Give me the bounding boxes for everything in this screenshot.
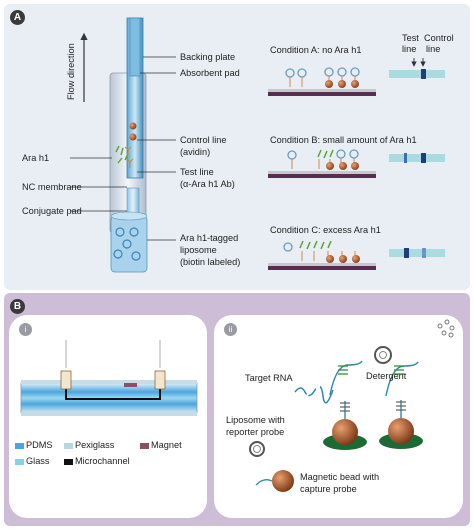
condition-c-label: Condition C: excess Ara h1	[270, 225, 381, 235]
panel-a-badge: A	[10, 10, 25, 25]
sub-panel-i	[9, 315, 207, 518]
ara-h1-label: Ara h1	[22, 153, 50, 163]
legend-swatches	[15, 443, 149, 465]
magnetic-bead-label-2: capture probe	[300, 484, 357, 494]
legend-pdms: PDMS	[26, 440, 53, 450]
absorbent-pad-label: Absorbent pad	[180, 68, 240, 78]
sub-ii-badge: ii	[224, 323, 237, 336]
antibody-y	[124, 146, 134, 168]
magnet	[124, 383, 137, 387]
absorbent-pad	[129, 17, 141, 77]
liposome-probe-label-1: Liposome with	[226, 415, 285, 425]
liposome-label-2: liposome	[180, 245, 217, 255]
legend-pexiglass: Pexiglass	[75, 440, 115, 450]
strip-header-test: Test	[402, 33, 419, 43]
control-line-sub-label: (avidin)	[180, 147, 211, 157]
backing-plate-label: Backing plate	[180, 52, 236, 62]
condition-b-label: Condition B: small amount of Ara h1	[270, 135, 417, 145]
magnetic-bead-label-1: Magnetic bead with	[300, 472, 380, 482]
target-rna-label: Target RNA	[245, 373, 293, 383]
control-line-label: Control line	[180, 135, 227, 145]
liposome-probe-label-2: reporter probe	[226, 427, 285, 437]
sub-i-badge: i	[19, 323, 32, 336]
sub-panel-ii	[214, 315, 463, 518]
rna-assay-diagram	[249, 319, 455, 492]
strip-header-control: Control	[424, 33, 454, 43]
test-line-label: Test line	[180, 167, 214, 177]
strip-header-line2: line	[426, 44, 441, 54]
microfluidic-chip	[20, 340, 198, 416]
conjugate-pad-label: Conjugate pad	[22, 206, 82, 216]
liposome-label-3: (biotin labeled)	[180, 257, 241, 267]
legend-glass: Glass	[26, 456, 50, 466]
liposome-label-1: Ara h1-tagged	[180, 233, 239, 243]
test-line-bead	[129, 133, 137, 141]
panel-a	[4, 4, 470, 290]
detergent-label: Detergent	[366, 371, 407, 381]
legend-magnet: Magnet	[151, 440, 182, 450]
legend-microchannel: Microchannel	[75, 456, 130, 466]
strip-header-line1: line	[402, 44, 417, 54]
condition-a-diagram	[268, 67, 445, 96]
panel-b-badge: B	[10, 299, 25, 314]
nc-membrane-label: NC membrane	[22, 182, 82, 192]
condition-b-diagram	[268, 149, 445, 178]
condition-a-label: Condition A: no Ara h1	[270, 45, 362, 55]
control-line-bead	[129, 122, 137, 130]
condition-c-diagram	[268, 240, 445, 270]
test-line-sub-label: (α-Ara h1 Ab)	[180, 179, 235, 189]
